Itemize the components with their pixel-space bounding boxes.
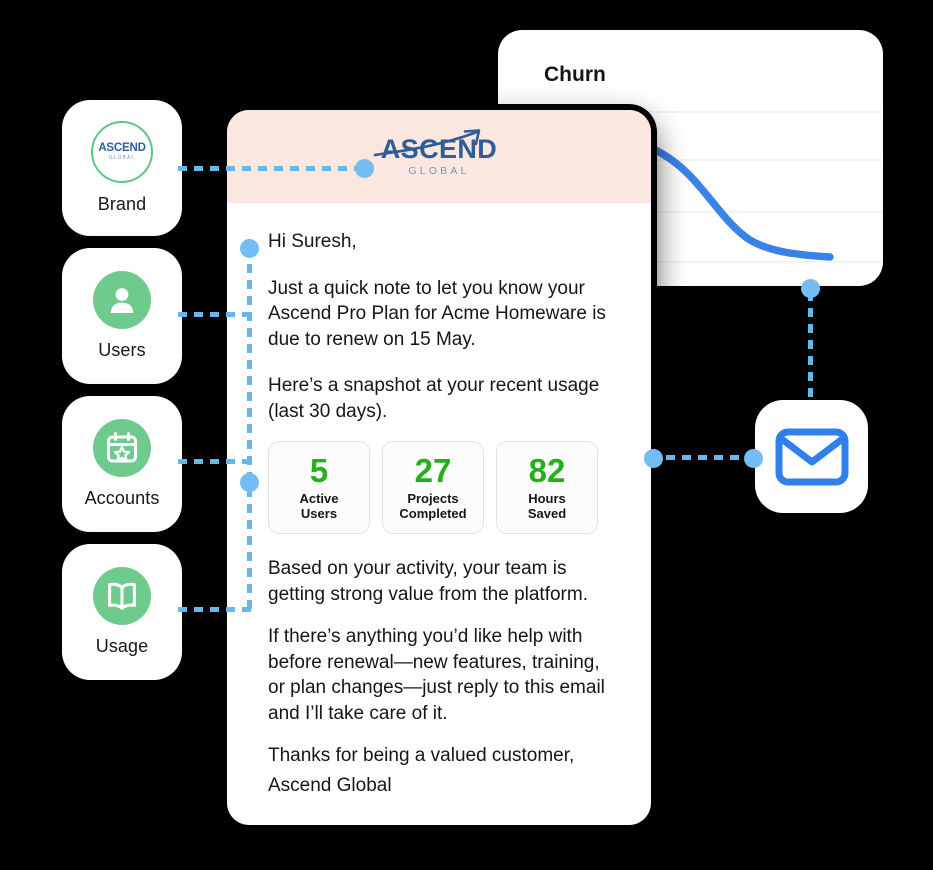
connector-brand-to-email — [178, 166, 364, 171]
sidebar-item-label: Usage — [95, 636, 149, 656]
email-body: Hi Suresh, Just a quick note to let you … — [227, 203, 651, 798]
sidebar-item-users[interactable]: Users — [62, 248, 182, 384]
sidebar-item-brand[interactable]: ASCEND GLOBAL Brand — [62, 100, 182, 236]
email-closing: Thanks for being a valued customer, — [268, 745, 575, 766]
email-paragraph-1: Just a quick note to let you know your A… — [268, 277, 606, 350]
connector-accounts-to-spine — [178, 459, 254, 464]
connector-spine-vertical — [247, 248, 252, 612]
connector-churn-to-mail-tile — [808, 292, 813, 400]
stat-label-line2: Users — [300, 505, 338, 521]
stat-label-line2: Completed — [399, 505, 467, 521]
stat-label-line2: Saved — [527, 505, 567, 521]
connector-usage-to-spine — [178, 607, 254, 612]
brand-logo-icon: ASCEND GLOBAL — [91, 121, 153, 183]
email-paragraph-3: Based on your activity, your team is get… — [268, 558, 588, 605]
stat-label-line1: Hours — [528, 490, 566, 506]
connector-dot-email-header — [355, 159, 374, 178]
connector-dot-churn-bottom — [801, 279, 820, 298]
sidebar-item-label: Accounts — [84, 488, 160, 508]
stat-label: Active Users — [299, 491, 338, 521]
email-greeting: Hi Suresh, — [268, 231, 357, 252]
connector-dot-mail-tile — [744, 449, 763, 468]
stat-label: Hours Saved — [528, 491, 566, 521]
connector-dot-stats — [240, 473, 259, 492]
connector-email-to-mail-tile — [650, 455, 762, 460]
connector-dot-email-right — [644, 449, 663, 468]
stat-value: 5 — [309, 452, 329, 490]
stat-label-line1: Active — [299, 490, 339, 506]
sidebar-item-label: Brand — [97, 194, 147, 214]
brand-logo-main: ASCEND — [98, 142, 146, 154]
usage-stats-row: 5 Active Users 27 Projects Completed 82 — [268, 441, 623, 534]
email-signature: Ascend Global — [268, 774, 392, 796]
logo-subtext: GLOBAL — [408, 165, 470, 178]
connector-users-to-spine — [178, 312, 254, 317]
email-channel-tile[interactable] — [755, 400, 868, 513]
stat-card-projects-completed: 27 Projects Completed — [382, 441, 484, 534]
email-preview-card: ASCEND GLOBAL Hi Suresh, Just a quick no… — [227, 110, 651, 825]
stat-card-active-users: 5 Active Users — [268, 441, 370, 534]
connector-dot-greeting — [240, 239, 259, 258]
email-paragraph-4: If there’s anything you’d like help with… — [268, 626, 605, 724]
envelope-icon — [775, 428, 848, 485]
user-icon — [93, 271, 151, 329]
brand-logo-sub: GLOBAL — [108, 155, 136, 161]
sidebar-item-label: Users — [98, 340, 146, 360]
stat-label-line1: Projects — [407, 490, 459, 506]
stat-value: 82 — [528, 452, 566, 490]
sidebar-item-accounts[interactable]: Accounts — [62, 396, 182, 532]
sidebar-item-usage[interactable]: Usage — [62, 544, 182, 680]
email-header: ASCEND GLOBAL — [227, 110, 651, 203]
stat-label: Projects Completed — [399, 491, 466, 521]
stat-value: 27 — [414, 452, 452, 490]
email-paragraph-2: Here’s a snapshot at your recent usage (… — [268, 375, 600, 422]
account-star-card-icon — [93, 419, 151, 477]
churn-title: Churn — [544, 63, 606, 86]
stat-card-hours-saved: 82 Hours Saved — [496, 441, 598, 534]
logo-wordmark: ASCEND — [380, 134, 498, 165]
open-book-icon — [93, 567, 151, 625]
ascend-global-logo: ASCEND GLOBAL — [373, 128, 499, 181]
